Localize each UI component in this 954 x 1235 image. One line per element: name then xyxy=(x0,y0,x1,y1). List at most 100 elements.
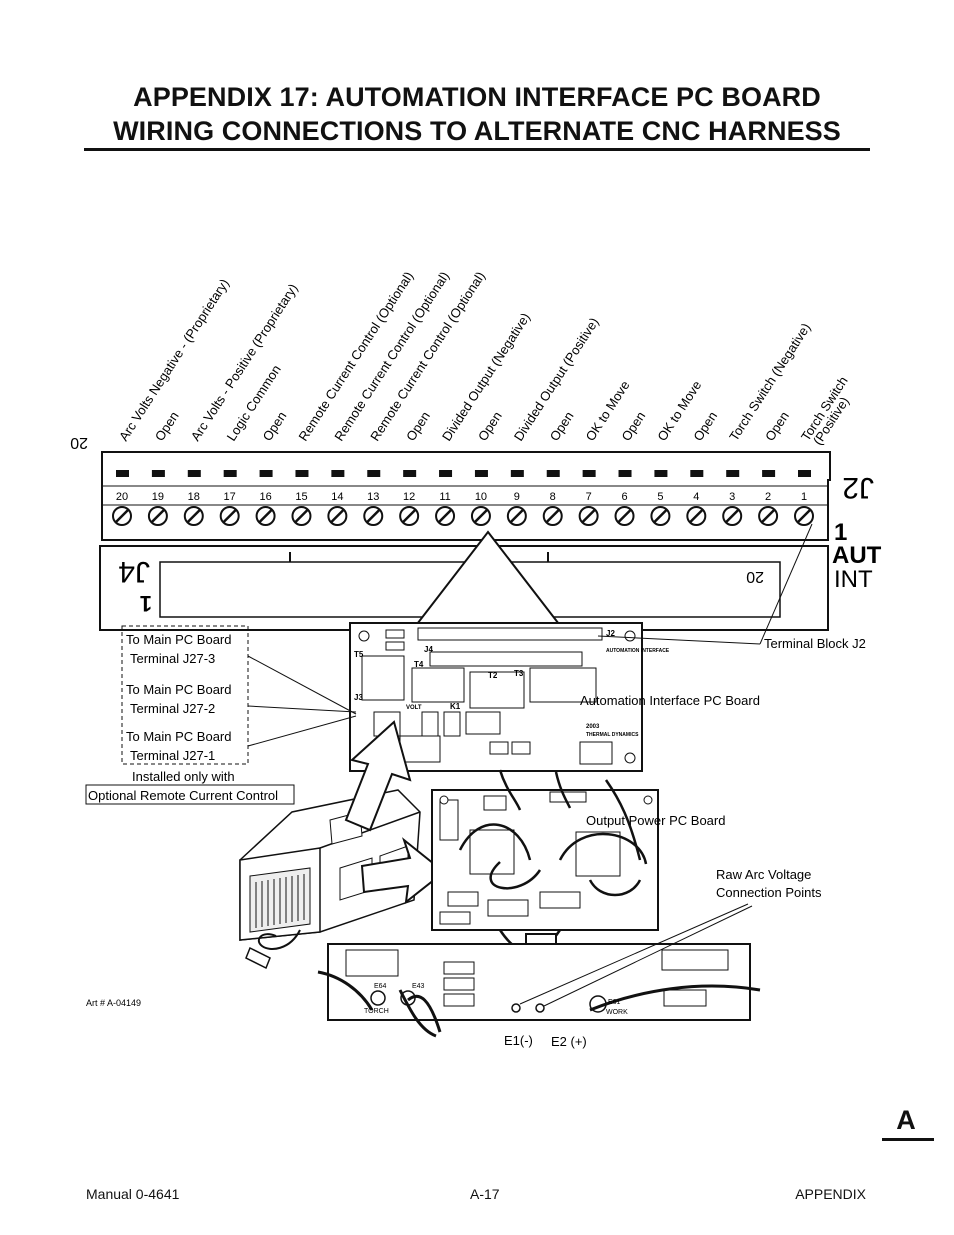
terminal-screw-slot-4 xyxy=(689,509,704,523)
board-mark-e61: E61 xyxy=(608,999,621,1006)
terminal-screw-slot-9 xyxy=(509,509,524,523)
board-mark-t4: T4 xyxy=(414,660,424,669)
main-board-cables xyxy=(317,970,761,1038)
terminal-number-10: 10 xyxy=(475,491,487,503)
terminal-number-20: 20 xyxy=(116,491,128,503)
footer-section: APPENDIX xyxy=(795,1186,866,1202)
work-cable xyxy=(257,929,301,950)
terminal-number-12: 12 xyxy=(403,491,415,503)
terminal-pin-20 xyxy=(116,470,129,477)
terminal-number-16: 16 xyxy=(259,491,271,503)
terminal-pin-6 xyxy=(618,470,632,477)
board-mark-work: WORK xyxy=(606,1009,628,1016)
terminal-screw-slot-15 xyxy=(294,509,309,523)
terminal-pin-7 xyxy=(582,470,596,477)
terminal-number-6: 6 xyxy=(621,491,627,503)
terminal-screws xyxy=(112,506,814,526)
terminal-pin-14 xyxy=(331,470,345,477)
terminal-pin-8 xyxy=(546,470,560,477)
callout-raw-arc-line1: Raw Arc Voltage xyxy=(716,867,811,882)
callout-art-number: Art # A-04149 xyxy=(86,998,141,1008)
terminal-label-2: Open xyxy=(762,409,792,444)
terminal-number-2: 2 xyxy=(765,491,771,503)
terminal-screw-slot-16 xyxy=(258,509,273,523)
callout-j27-3-line1: To Main PC Board xyxy=(126,632,232,647)
terminal-number-5: 5 xyxy=(657,491,663,503)
terminal-label-10: Open xyxy=(475,409,505,444)
terminal-block-j2 xyxy=(101,451,831,541)
j2-pin1-mark: 1 xyxy=(834,519,847,546)
terminal-number-3: 3 xyxy=(729,491,735,503)
footer-manual-number: Manual 0-4641 xyxy=(86,1186,180,1202)
footer-page-number: A-17 xyxy=(470,1186,500,1202)
terminal-number-15: 15 xyxy=(295,491,307,503)
callout-automation-board: Automation Interface PC Board xyxy=(580,693,760,708)
j2-pin20-mark: 20 xyxy=(70,434,88,451)
terminal-screw-slot-20 xyxy=(115,509,129,523)
terminal-pin-10 xyxy=(474,470,488,477)
terminal-pin-11 xyxy=(439,470,453,477)
terminal-pin-17 xyxy=(223,470,237,477)
terminal-pin-9 xyxy=(510,470,524,477)
terminal-screw-slot-8 xyxy=(545,509,560,523)
board-mark-j4: J4 xyxy=(424,645,433,654)
terminal-number-13: 13 xyxy=(367,491,379,503)
callout-output-board: Output Power PC Board xyxy=(586,813,725,828)
terminal-screw-slot-5 xyxy=(653,509,668,523)
board-mark-t2: T2 xyxy=(488,671,498,680)
terminal-number-14: 14 xyxy=(331,491,343,503)
board-mark-e64: E64 xyxy=(374,983,387,990)
callout-j27-1-line1: To Main PC Board xyxy=(126,729,232,744)
board-mark-j2: J2 xyxy=(606,629,615,638)
title-underline xyxy=(84,148,870,151)
terminal-pin-19 xyxy=(151,470,165,477)
terminal-screw-slot-17 xyxy=(222,509,237,523)
j2-label: J2 xyxy=(842,471,874,504)
terminal-number-19: 19 xyxy=(152,491,164,503)
callout-j27-2-line1: To Main PC Board xyxy=(126,682,232,697)
section-tab-letter: A xyxy=(896,1105,916,1135)
callout-terminal-block: Terminal Block J2 xyxy=(764,636,866,651)
terminal-number-7: 7 xyxy=(586,491,592,503)
terminal-screw-slot-12 xyxy=(402,509,417,523)
output-power-board xyxy=(431,789,659,931)
j4-label: J4 xyxy=(118,555,150,588)
optional-rcc-box xyxy=(85,784,295,805)
board-mark-e43: E43 xyxy=(412,983,425,990)
output-board-wires xyxy=(458,769,648,954)
terminal-label-19: Open xyxy=(152,409,182,444)
terminal-screw-slot-11 xyxy=(438,509,452,523)
j4-pin20-mark: 20 xyxy=(746,568,764,585)
terminal-number-11: 11 xyxy=(439,491,450,503)
leader-lines xyxy=(247,523,813,1007)
terminal-pin-2 xyxy=(762,470,776,477)
terminal-screw-slot-14 xyxy=(330,509,345,523)
callout-j27-3-line2: Terminal J27-3 xyxy=(130,651,215,666)
arrow-unit-to-interface xyxy=(344,720,412,832)
terminal-screw-slot-7 xyxy=(581,509,596,523)
terminal-label-8: Open xyxy=(547,409,577,444)
power-supply-vents xyxy=(255,874,305,928)
board-mark-k1: K1 xyxy=(450,702,461,711)
terminal-pin-3 xyxy=(726,470,740,477)
section-tab-bar xyxy=(882,1138,934,1141)
terminal-screw-slot-18 xyxy=(186,509,201,523)
board-mark-torch: TORCH xyxy=(364,1008,389,1015)
terminal-pins xyxy=(116,470,811,477)
terminal-pin-1 xyxy=(798,470,811,477)
board-mark-thermal: THERMAL DYNAMICS xyxy=(586,732,639,738)
terminal-number-9: 9 xyxy=(514,491,520,503)
terminal-screw-slot-2 xyxy=(761,509,775,523)
terminal-pin-16 xyxy=(259,470,273,477)
terminal-screw-slot-10 xyxy=(474,509,488,523)
arrow-unit-to-output xyxy=(360,837,446,905)
board-mark-j3: J3 xyxy=(354,693,363,702)
terminal-pin-4 xyxy=(690,470,704,477)
terminal-label-12: Open xyxy=(403,409,433,444)
board-mark-year: 2003 xyxy=(586,724,600,730)
terminal-label-16: Open xyxy=(260,409,290,444)
terminal-screw-slot-3 xyxy=(725,509,740,523)
terminal-label-4: Open xyxy=(690,409,720,444)
